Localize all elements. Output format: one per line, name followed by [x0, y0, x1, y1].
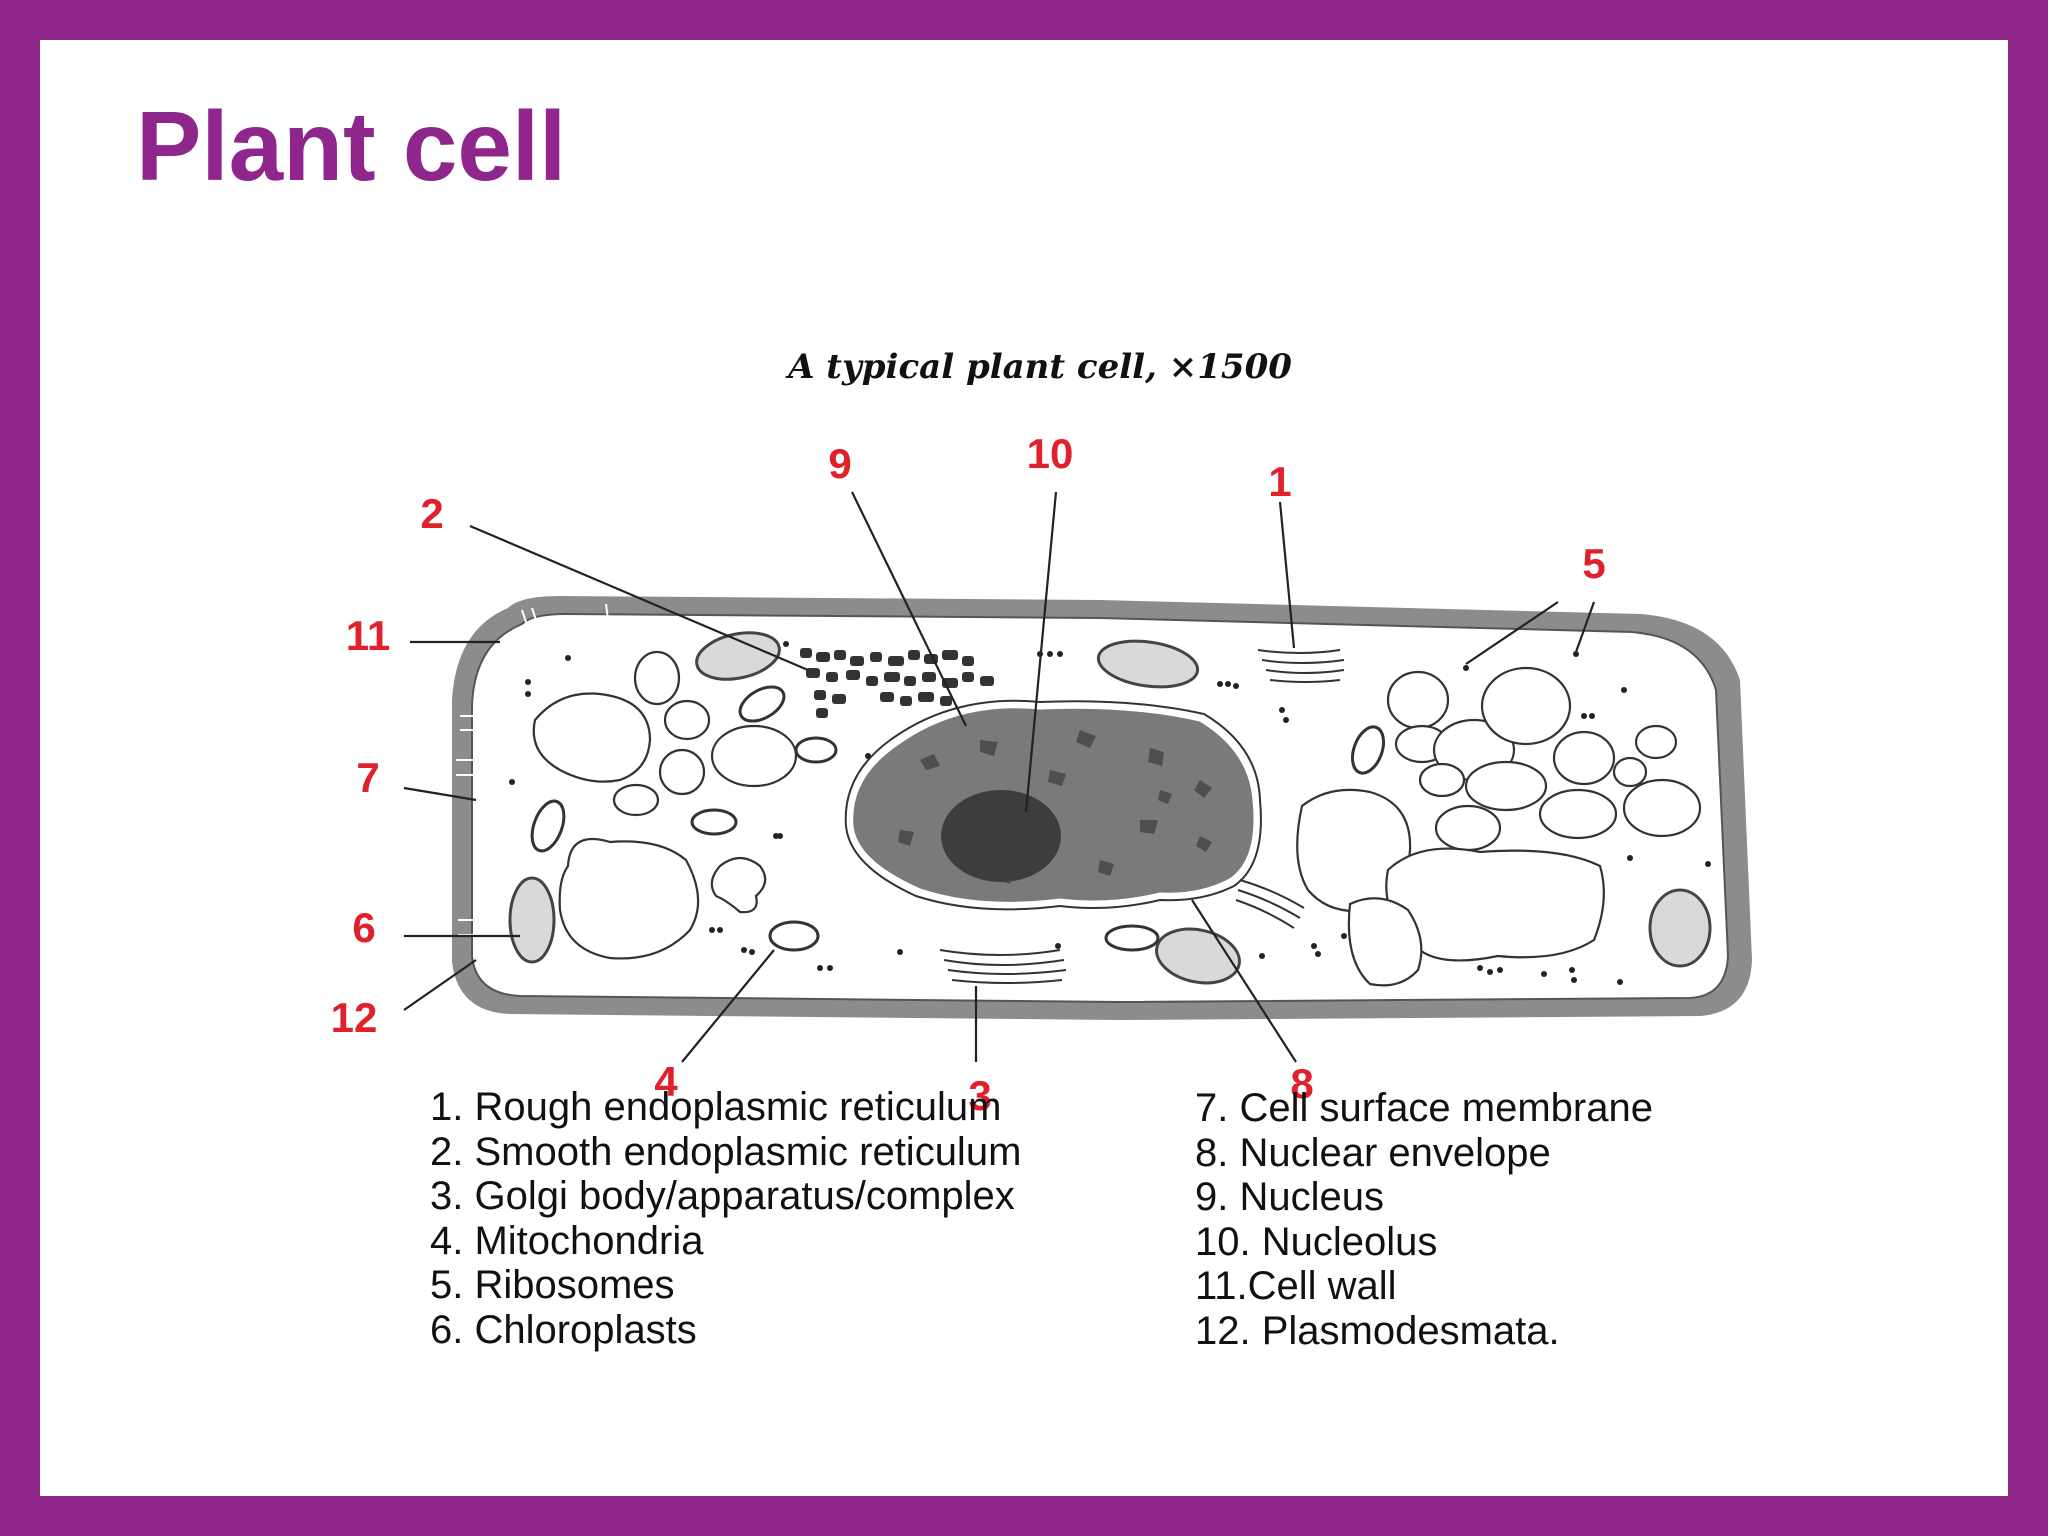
label-1: 1: [1268, 458, 1291, 505]
label-10: 10: [1027, 430, 1074, 477]
label-8: 8: [1290, 1060, 1313, 1107]
plasmodesmata: [456, 603, 609, 936]
label-3: 3: [968, 1072, 991, 1119]
key-item: 10. Nucleolus: [1195, 1219, 1438, 1264]
leader-lines: [403, 491, 1596, 1063]
vacuoles-left: [532, 650, 798, 960]
chromatin: [898, 730, 1212, 884]
label-12: 12: [331, 994, 378, 1041]
label-11: 11: [346, 612, 390, 659]
label-6: 6: [352, 904, 375, 951]
key-item: 5. Ribosomes: [430, 1263, 675, 1307]
key-item: 1. Rough endoplasmic reticulum: [430, 1085, 1002, 1129]
key-item: 2. Smooth endoplasmic reticulum: [430, 1129, 1022, 1174]
key-item: 9. Nucleus: [1195, 1175, 1384, 1219]
figure-caption: A typical plant cell, ×1500: [785, 347, 1292, 387]
nucleus: [850, 705, 1257, 905]
label-2: 2: [420, 490, 443, 537]
key-item: 6. Chloroplasts: [430, 1307, 697, 1352]
label-5: 5: [1582, 540, 1605, 587]
label-4: 4: [654, 1058, 678, 1105]
key-item: 11.Cell wall: [1195, 1264, 1397, 1308]
vacuoles-right: [1296, 666, 1702, 987]
label-9: 9: [828, 440, 851, 487]
number-labels: 1 2 3 4 5 6 7 8 9 10 11 12: [331, 430, 1606, 1119]
organelle-key-right: 7. Cell surface membrane 8. Nuclear enve…: [1195, 1086, 1653, 1353]
key-item: 3. Golgi body/apparatus/complex: [430, 1174, 1015, 1218]
smooth-er: [800, 648, 994, 718]
mitochondria: [530, 685, 1386, 952]
key-item: 12. Plasmodesmata.: [1195, 1308, 1560, 1353]
key-item: 4. Mitochondria: [430, 1218, 704, 1263]
nucleolus: [941, 790, 1061, 882]
ribosomes: [509, 641, 1711, 985]
key-item: 8. Nuclear envelope: [1195, 1130, 1551, 1175]
organelle-key-left: 1. Rough endoplasmic reticulum 2. Smooth…: [430, 1085, 1021, 1352]
label-7: 7: [356, 754, 379, 801]
golgi-bodies: [939, 649, 1345, 984]
key-item: 7. Cell surface membrane: [1195, 1086, 1653, 1130]
slide-title: Plant cell: [136, 91, 567, 201]
nuclear-envelope: [844, 699, 1262, 911]
